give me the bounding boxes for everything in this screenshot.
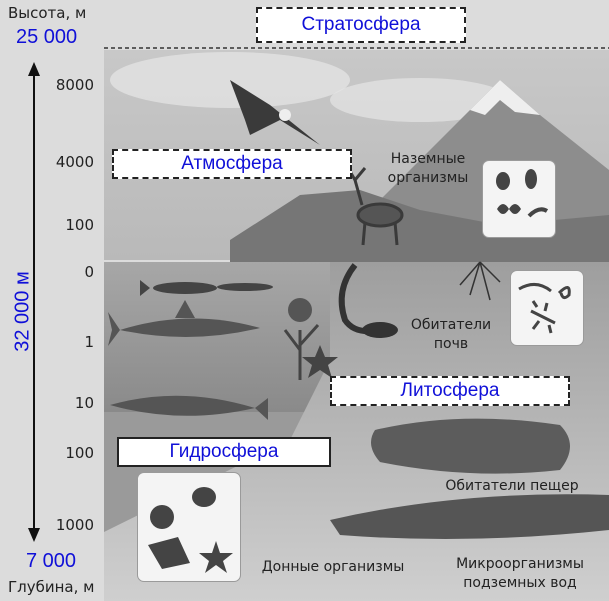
bottom-organisms-label: Донные организмы: [261, 559, 405, 575]
tick-label: 4000: [55, 153, 94, 171]
shark-icon: [108, 300, 260, 346]
land-organisms-label: Наземные организмы: [387, 151, 469, 186]
tick-label: 1000: [55, 516, 94, 534]
lithosphere-label: Литосфера: [330, 376, 570, 406]
atmosphere-label: Атмосфера: [112, 149, 352, 179]
top-axis-label: Высота, м: [8, 4, 87, 22]
top-axis-value: 25 000: [16, 26, 78, 48]
hydrosphere-label: Гидросфера: [117, 437, 331, 467]
roots-icon: [459, 261, 501, 301]
hill: [230, 190, 609, 262]
mountain-snow: [470, 80, 540, 115]
tick-label: 100: [65, 444, 94, 462]
deer-icon: [346, 167, 404, 246]
whale-icon: [110, 395, 268, 420]
soil-creatures-card: [510, 270, 584, 346]
cave: [371, 418, 570, 474]
sea-creatures-icon: [148, 487, 233, 573]
bottom-axis-value: 7 000: [26, 550, 77, 572]
tick-label: 1: [84, 333, 94, 351]
cloud: [330, 78, 510, 122]
insect-icon: [496, 169, 549, 218]
tick-label: 10: [74, 394, 94, 412]
fish-icon: [140, 280, 273, 296]
groundwater-microorganisms-label: Микроорганизмы подземных вод: [456, 556, 584, 591]
cave-dwellers-label: Обитатели пещер: [445, 478, 579, 494]
groundwater-lens: [330, 494, 609, 539]
crab-icon: [288, 298, 312, 322]
stratosphere-label: Стратосфера: [256, 7, 466, 43]
coral-icon: [283, 323, 320, 380]
vertical-axis-arrow: [28, 62, 40, 542]
tick-label: 100: [65, 216, 94, 234]
bottom-axis-label: Глубина, м: [8, 578, 95, 596]
starfish-icon: [302, 345, 338, 378]
tick-label: 0: [84, 263, 94, 281]
eagle-icon: [230, 80, 320, 145]
soil-dwellers-label: Обитатели почв: [410, 317, 492, 352]
tick-label: 8000: [55, 76, 94, 94]
insects-card: [482, 160, 556, 238]
bottom-organisms-card: [137, 472, 241, 582]
mole-icon: [362, 322, 398, 338]
span-label: 32 000 м: [11, 271, 34, 352]
worm-icon: [518, 283, 571, 334]
